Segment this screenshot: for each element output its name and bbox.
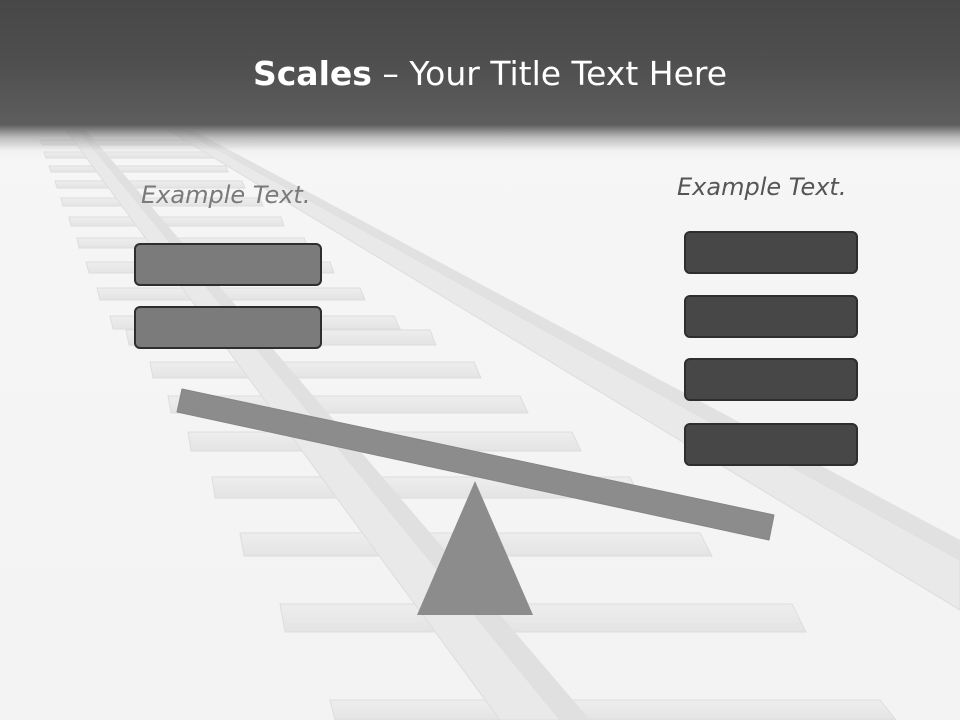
right-example-text[interactable]: Example Text. [677,173,847,201]
left-example-text[interactable]: Example Text. [141,181,311,209]
title-bar [0,0,960,160]
slide-title[interactable]: Scales – Your Title Text Here [0,52,960,96]
left-text-box-2[interactable] [134,306,322,349]
title-rest-text: – Your Title Text Here [371,54,728,93]
seesaw-fulcrum [417,481,533,615]
right-text-box-3[interactable] [684,358,858,401]
seesaw-plank [176,388,775,541]
right-text-box-4[interactable] [684,423,858,466]
right-text-box-2[interactable] [684,295,858,338]
right-text-box-1[interactable] [684,231,858,274]
left-text-box-1[interactable] [134,243,322,286]
title-bold-text: Scales [252,54,372,93]
